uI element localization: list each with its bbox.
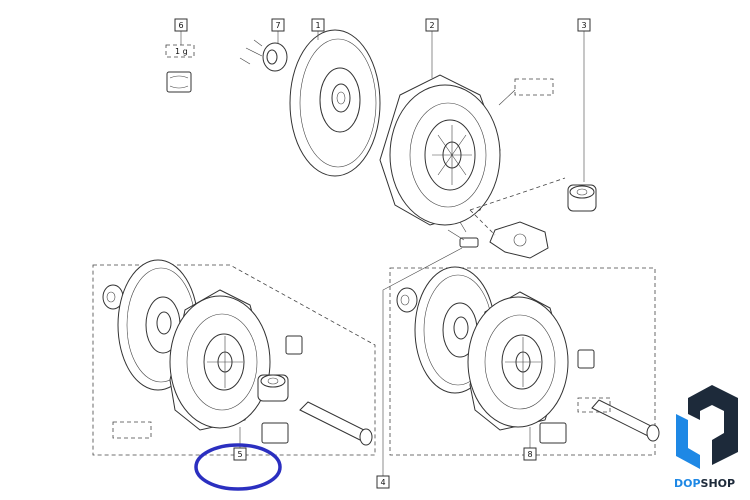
svg-text:1: 1 [315, 21, 320, 30]
small-quantity-label: 1 g [175, 47, 188, 56]
callout-3[interactable]: 3 [577, 18, 591, 32]
svg-text:8: 8 [527, 450, 532, 459]
svg-text:4: 4 [380, 478, 385, 487]
callout-2[interactable]: 2 [425, 18, 439, 32]
dopshop-logo: DOPSHOP [674, 385, 738, 490]
svg-text:5: 5 [237, 450, 242, 459]
part-1-clutch-disc[interactable] [289, 29, 381, 177]
part-2-pressure-plate[interactable] [379, 74, 554, 226]
svg-text:3: 3 [581, 21, 586, 30]
kit-8-centering-tool[interactable] [591, 399, 660, 442]
release-fork[interactable] [469, 177, 566, 259]
part-6-grease-sachet[interactable]: 1 g [165, 44, 195, 93]
svg-text:7: 7 [275, 21, 280, 30]
kit-5-centering-tool[interactable] [299, 401, 373, 446]
kit-5-release-bearing[interactable] [257, 374, 289, 402]
dopshop-logo-mark [676, 385, 738, 469]
callout-1[interactable]: 1 [311, 18, 325, 32]
kit-5-pressure-plate[interactable] [169, 289, 271, 431]
kit-8-grease-sachet[interactable] [539, 349, 595, 444]
brand-name-part2: SHOP [701, 477, 736, 490]
kit-5-label-box [112, 421, 152, 439]
kit-8-outline [389, 267, 656, 456]
callout-7[interactable]: 7 [271, 18, 285, 32]
callout-4[interactable]: 4 [376, 475, 390, 489]
kit-8-pressure-plate[interactable] [467, 291, 569, 431]
part-4-bolt[interactable] [447, 221, 479, 248]
part-3-release-bearing[interactable] [567, 184, 597, 212]
callout-5[interactable]: 5 [233, 447, 247, 461]
svg-text:6: 6 [178, 21, 183, 30]
kit-5-grease-sachet[interactable] [261, 335, 303, 444]
highlight-circle [194, 443, 282, 491]
kit-8-label-box [577, 397, 611, 413]
callout-6[interactable]: 6 [174, 18, 188, 32]
svg-text:2: 2 [429, 21, 434, 30]
part-7-spacer-ring[interactable] [239, 39, 288, 72]
callout-8[interactable]: 8 [523, 447, 537, 461]
kit-5-outline [92, 264, 376, 456]
brand-name-part1: DOP [674, 477, 701, 490]
kit-8-ring[interactable] [396, 287, 418, 313]
svg-text:DOPSHOP: DOPSHOP [674, 477, 735, 490]
